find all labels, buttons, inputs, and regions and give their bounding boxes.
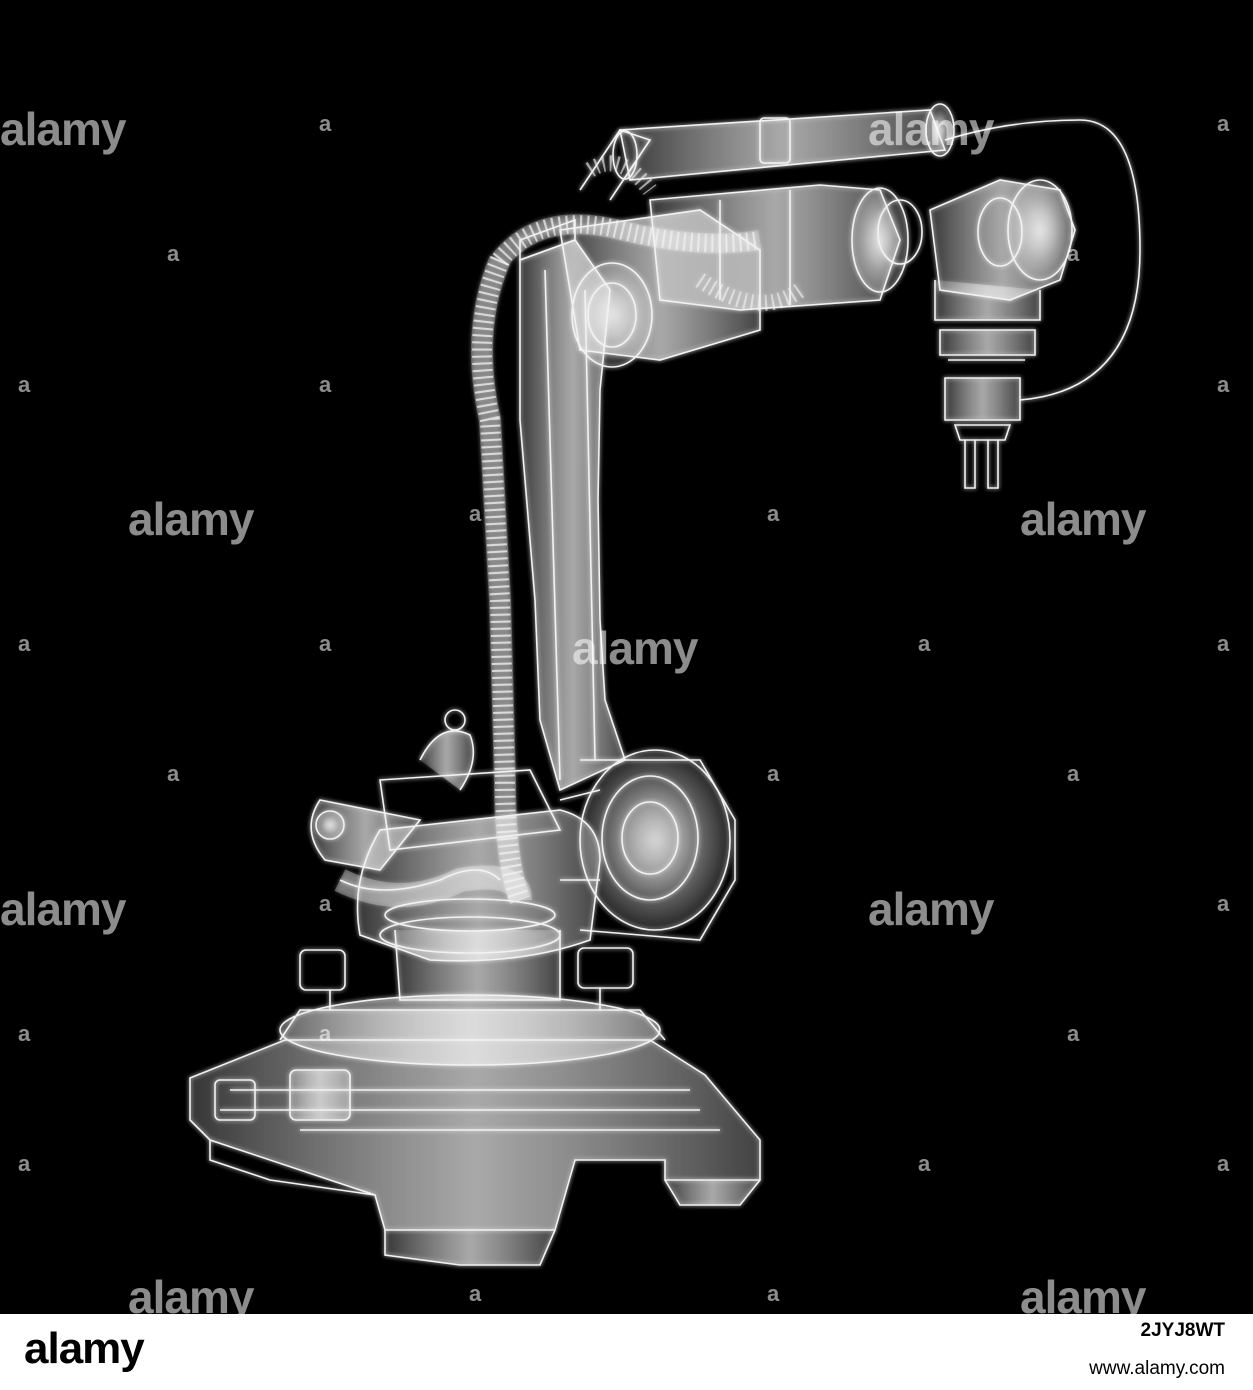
watermark-letter: a [1067,241,1080,266]
watermark-letter: a [319,1021,332,1046]
watermark-text: alamy [0,103,126,155]
watermark-letter: a [18,1021,31,1046]
watermark-letter: a [1217,111,1230,136]
watermark-letter: a [319,891,332,916]
watermark-letter: a [1217,1151,1230,1176]
watermark-letter: a [918,631,931,656]
watermark-letter: a [167,241,180,266]
alamy-logo: alamy [24,1324,145,1373]
site-url-label: www.alamy.com [1089,1358,1225,1379]
signal-cable [944,119,1141,401]
shoulder-joint [559,749,736,941]
watermark-letter: a [319,111,332,136]
watermark-letter: a [469,501,482,526]
watermark-text: alamy [868,883,994,935]
watermark-letter: a [1067,1021,1080,1046]
wrist-joint [929,179,1076,361]
watermark-letter: a [767,761,780,786]
watermark-text: alamy [0,883,126,935]
lower-arm [519,218,626,792]
watermark-letter: a [1217,631,1230,656]
watermark-letter: a [767,1281,780,1306]
watermark-letter: a [918,1151,931,1176]
image-id-label: 2JYJ8WT [1140,1320,1225,1341]
watermark-letter: a [319,372,332,397]
gripper [944,377,1021,489]
robot-base [189,947,761,1266]
watermark-text: alamy [128,1271,254,1323]
stock-footer-bar: alamy 2JYJ8WT www.alamy.com [0,1314,1253,1390]
watermark-letter: a [18,631,31,656]
watermark-text: alamy [572,622,698,674]
photo-canvas: alamy alamy alamy alamy alamy alamy alam… [0,103,1230,1320]
watermark-letter: a [18,372,31,397]
cable-hose [334,155,805,907]
upper-arm [649,184,923,311]
watermark-letter: a [1217,372,1230,397]
top-cylinder [579,103,955,201]
watermark-letter: a [469,1281,482,1306]
watermark-letter: a [767,501,780,526]
watermark-letter: a [1217,891,1230,916]
watermark-text: alamy [1020,1271,1146,1323]
watermark-letter: a [18,1151,31,1176]
watermark-letter: a [319,631,332,656]
watermark-letter: a [1067,761,1080,786]
watermark-text: alamy [128,493,254,545]
watermark-text: alamy [868,103,994,155]
watermark-letter: a [167,761,180,786]
watermark-text: alamy [1020,493,1146,545]
robot-arm-xray-illustration [189,103,1141,1266]
